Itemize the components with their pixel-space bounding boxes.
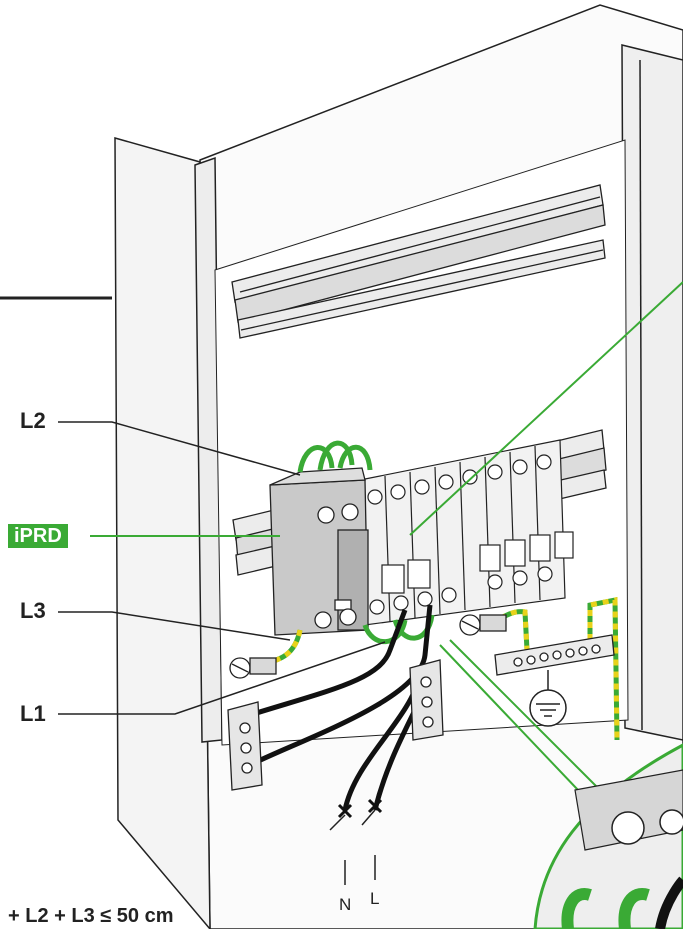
label-l1: L1 bbox=[20, 701, 46, 726]
l1-leader bbox=[58, 641, 386, 715]
label-l3: L3 bbox=[20, 598, 46, 623]
length-formula: + L2 + L3 ≤ 50 cm bbox=[8, 905, 174, 927]
left-side-panel bbox=[114, 137, 211, 929]
label-neutral: N bbox=[339, 895, 352, 914]
terminal-blocks bbox=[227, 659, 444, 791]
magnified-inset bbox=[533, 743, 683, 929]
label-line: L bbox=[370, 889, 380, 908]
cable-crossings bbox=[337, 798, 383, 819]
label-l2: L2 bbox=[20, 408, 46, 433]
switch-symbols bbox=[329, 809, 376, 885]
leader-lines bbox=[58, 421, 386, 715]
upper-din-rail bbox=[231, 184, 606, 339]
label-iprd: iPRD bbox=[8, 524, 68, 548]
l2-leader bbox=[58, 421, 301, 476]
earth-screws bbox=[229, 614, 507, 679]
earth-bar bbox=[494, 634, 615, 676]
callout-lines bbox=[409, 281, 683, 791]
breaker-terminals bbox=[367, 454, 553, 615]
right-upright bbox=[621, 44, 683, 741]
earth-ground-icon bbox=[529, 670, 567, 727]
iprd-module bbox=[269, 467, 369, 636]
l3-leader bbox=[58, 611, 291, 641]
